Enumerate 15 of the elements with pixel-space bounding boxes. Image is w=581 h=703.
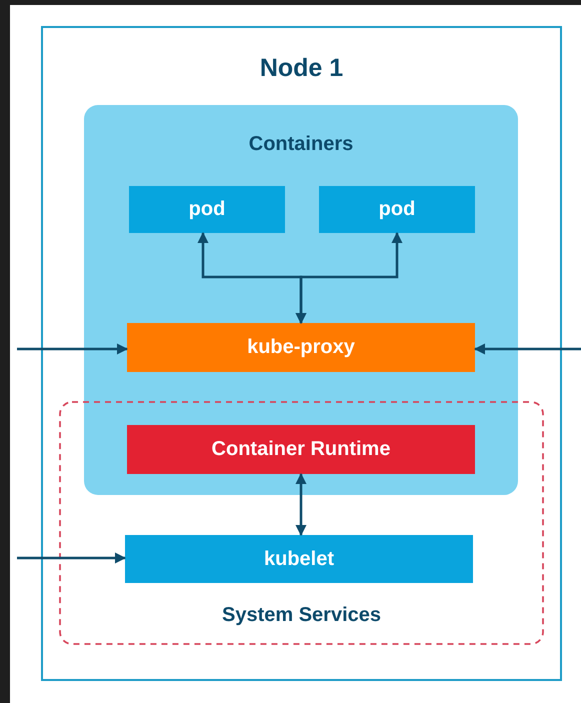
arrow (474, 344, 581, 354)
group-label: System Services (222, 603, 381, 628)
kubelet-box: kubelet (125, 535, 473, 583)
node-heading: Node 1 (260, 53, 344, 83)
arrow (17, 344, 128, 354)
pod-box: pod (319, 186, 475, 233)
dashed-region (59, 401, 544, 645)
arrow (17, 552, 126, 564)
runtime-box: Container Runtime (127, 425, 475, 474)
node-frame (41, 26, 562, 681)
proxy-box: kube-proxy (127, 323, 475, 372)
double-arrow (296, 473, 306, 536)
pod-box: pod (129, 186, 285, 233)
double-arrow (296, 232, 402, 324)
group-heading: Containers (248, 132, 354, 157)
